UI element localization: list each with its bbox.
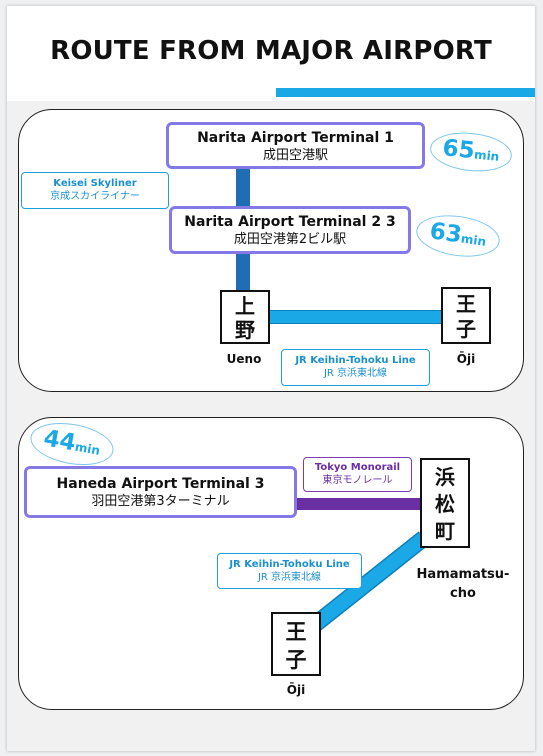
oji-station-sign-narita: 王 子 xyxy=(441,287,491,344)
ueno-label: Ueno xyxy=(226,352,262,366)
narita-terminal-1-jp: 成田空港駅 xyxy=(262,148,328,163)
narita-terminal-23-name: Narita Airport Terminal 2 3 xyxy=(184,214,396,230)
time-unit: min xyxy=(460,231,488,249)
oji-kanji-2: 子 xyxy=(456,317,476,341)
hamamatsucho-label-line-2: cho xyxy=(450,586,476,601)
narita-terminal-1-stop: Narita Airport Terminal 1 成田空港駅 xyxy=(166,122,425,169)
narita-terminal-1-name: Narita Airport Terminal 1 xyxy=(197,130,394,146)
jr-line-diagonal xyxy=(302,531,430,637)
oji-label-haneda: Ōji xyxy=(286,683,306,697)
hamamatsucho-label: Hamamatsu- cho xyxy=(408,565,518,603)
jr-line-name: JR Keihin-Tohoku Line xyxy=(229,559,350,570)
jr-line-tag-narita: JR Keihin-Tohoku Line JR 京浜東北線 xyxy=(281,349,430,386)
time-value: 44 xyxy=(41,425,78,457)
hamamatsucho-kanji-1: 浜 xyxy=(435,465,455,489)
keisei-skyliner-jp: 京成スカイライナー xyxy=(50,191,140,202)
oji-kanji-1: 王 xyxy=(285,620,307,644)
oji-kanji-1: 王 xyxy=(456,292,476,316)
narita-terminal-23-jp: 成田空港第2ビル駅 xyxy=(233,232,347,247)
jr-line-ueno-oji xyxy=(268,310,442,324)
time-unit: min xyxy=(473,147,500,164)
hamamatsucho-label-line-1: Hamamatsu- xyxy=(416,567,510,582)
oji-label-narita: Ōji xyxy=(456,352,476,366)
title-accent-bar xyxy=(276,88,535,97)
oji-station-sign-haneda: 王 子 xyxy=(271,612,321,676)
narita-terminal-23-stop: Narita Airport Terminal 2 3 成田空港第2ビル駅 xyxy=(169,206,411,254)
oji-kanji-2: 子 xyxy=(285,648,307,672)
ueno-station-sign: 上 野 xyxy=(220,290,270,344)
tokyo-monorail-tag: Tokyo Monorail 東京モノレール xyxy=(303,457,412,492)
ueno-kanji-1: 上 xyxy=(235,294,255,318)
keisei-skyliner-name: Keisei Skyliner xyxy=(53,178,137,189)
haneda-terminal-3-name: Haneda Airport Terminal 3 xyxy=(56,476,265,492)
jr-line-tag-haneda: JR Keihin-Tohoku Line JR 京浜東北線 xyxy=(217,553,362,589)
tokyo-monorail-jp: 東京モノレール xyxy=(322,475,393,486)
time-unit: min xyxy=(73,439,102,458)
jr-line-name: JR Keihin-Tohoku Line xyxy=(295,355,416,366)
time-value: 63 xyxy=(428,218,464,249)
haneda-terminal-3-stop: Haneda Airport Terminal 3 羽田空港第3ターミナル xyxy=(24,466,297,518)
ueno-kanji-2: 野 xyxy=(235,318,255,342)
hamamatsucho-station-sign: 浜 松 町 xyxy=(420,458,470,548)
haneda-terminal-3-jp: 羽田空港第3ターミナル xyxy=(91,494,230,509)
hamamatsucho-kanji-3: 町 xyxy=(435,519,455,543)
tokyo-monorail-line xyxy=(296,498,422,510)
tokyo-monorail-name: Tokyo Monorail xyxy=(314,462,401,473)
time-value: 65 xyxy=(441,135,476,165)
keisei-skyliner-tag: Keisei Skyliner 京成スカイライナー xyxy=(21,172,169,209)
hamamatsucho-kanji-2: 松 xyxy=(435,492,455,516)
jr-line-diagonal-fill xyxy=(303,532,429,636)
jr-line-jp: JR 京浜東北線 xyxy=(257,572,322,583)
jr-line-jp: JR 京浜東北線 xyxy=(323,368,388,379)
page-title: ROUTE FROM MAJOR AIRPORT xyxy=(50,36,492,66)
